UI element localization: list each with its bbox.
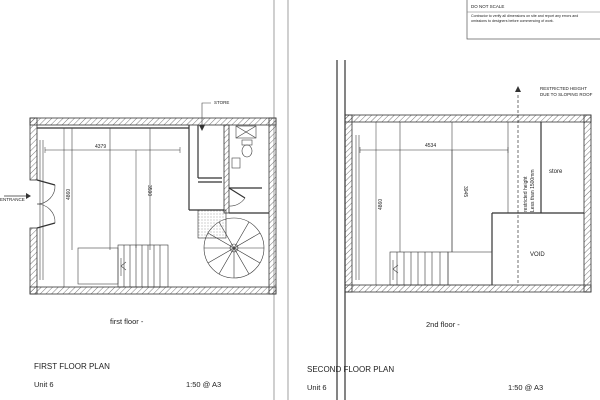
- sf-dim-total-height: 4860: [375, 122, 384, 285]
- ff-dim-width-value: 4379: [95, 144, 106, 150]
- sf-dim-width: 4534: [359, 143, 509, 153]
- sf-floor-label: 2nd floor -: [426, 320, 460, 329]
- ff-straight-stair: [117, 244, 169, 288]
- ff-floor-label: first floor -: [110, 317, 144, 326]
- ff-wall-left-upper: [29, 117, 38, 181]
- notes-box: DO NOT SCALE Contractor to verify all di…: [466, 0, 600, 40]
- sf-dim-total-height-value: 4860: [378, 199, 384, 210]
- sf-dim-inner-height: 3945: [451, 150, 468, 252]
- sf-dim-width-value: 4534: [425, 143, 436, 149]
- ff-entrance-label: ENTRANCE: [0, 197, 25, 202]
- sf-void-label: VOID: [530, 252, 545, 258]
- ff-store-label: STORE: [214, 100, 229, 105]
- first-floor-plan: ENTRANCE 4379 3590 4860: [0, 100, 277, 389]
- ff-unit: Unit 6: [34, 380, 54, 389]
- ff-dim-total-height-value: 4860: [66, 189, 72, 200]
- second-floor-plan: 4534 3945 4860 RESTRICTED HEIGHT DUE TO …: [307, 60, 593, 400]
- ff-dim-width: 4379: [44, 144, 181, 153]
- sf-note-line-2: DUE TO SLOPING ROOF: [540, 92, 593, 97]
- sf-wall-bottom: [344, 284, 592, 293]
- ff-spiral-stair: [197, 209, 265, 279]
- ff-plan-title: FIRST FLOOR PLAN: [34, 362, 110, 371]
- sf-note-line-1: RESTRICTED HEIGHT: [540, 86, 587, 91]
- sf-wall-left: [344, 114, 353, 293]
- notes-line-2: omissions to designers before commencing…: [471, 19, 554, 23]
- ff-wall-right: [268, 117, 277, 295]
- sf-wall-top: [344, 114, 592, 123]
- ff-wall-bottom: [29, 286, 277, 295]
- sf-unit: Unit 6: [307, 383, 327, 392]
- ff-dim-inner-height-value: 3590: [146, 185, 152, 196]
- sf-restricted-line-2: Less than 1500mm: [530, 169, 536, 212]
- sf-restricted-line-1: restricted height: [523, 176, 529, 212]
- sf-dim-inner-height-value: 3945: [462, 186, 468, 197]
- entrance-door: [36, 179, 56, 229]
- ff-wc: [228, 125, 257, 207]
- ff-wall-top: [29, 117, 277, 126]
- sf-scale: 1:50 @ A3: [508, 383, 543, 392]
- sf-straight-stair: [389, 251, 449, 286]
- ff-dim-inner-height: 3590: [135, 150, 152, 248]
- ff-scale: 1:50 @ A3: [186, 380, 221, 389]
- notes-line-1: Contractor to verify all dimensions on s…: [471, 14, 578, 18]
- ff-wall-left-lower: [29, 227, 38, 295]
- sf-store-label: store: [549, 169, 563, 175]
- sf-wall-right: [583, 114, 592, 293]
- notes-do-not-scale: DO NOT SCALE: [471, 4, 504, 9]
- ff-dim-total-height: 4860: [63, 128, 72, 287]
- sf-plan-title: SECOND FLOOR PLAN: [307, 365, 394, 374]
